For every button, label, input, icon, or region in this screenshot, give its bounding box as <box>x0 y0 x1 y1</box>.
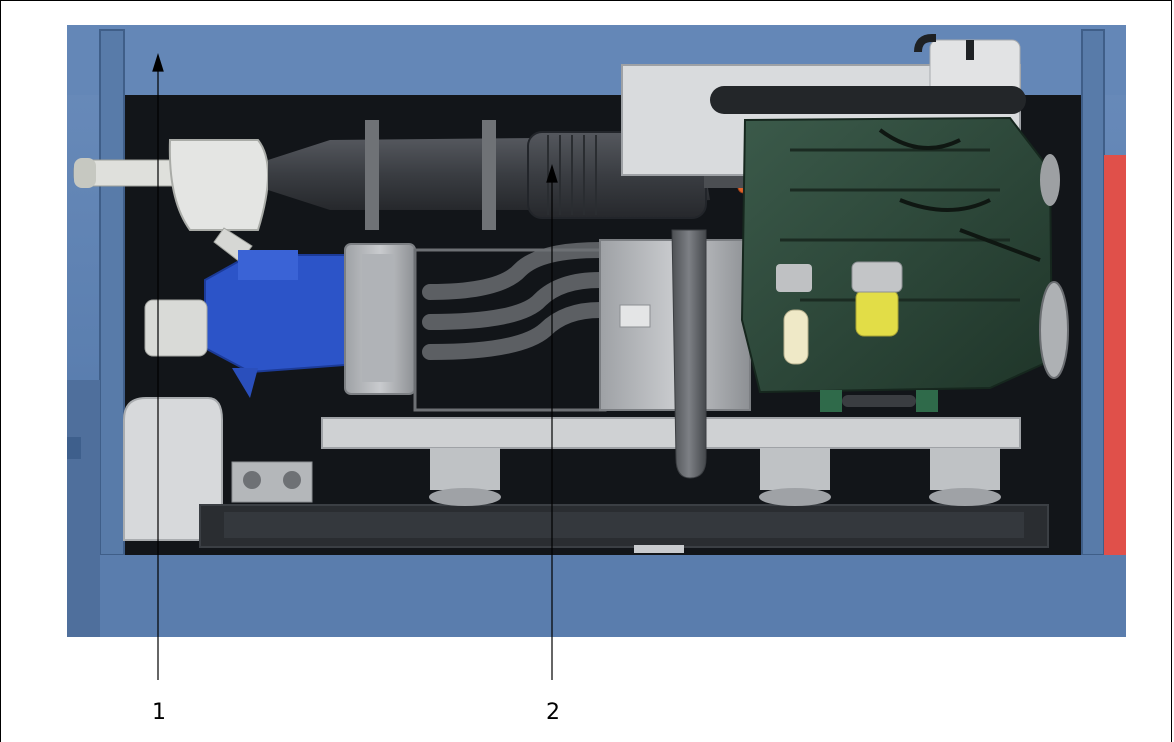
side-red-panel <box>1104 155 1126 555</box>
engine-mount-frame <box>321 417 1021 449</box>
tank <box>123 397 223 541</box>
enclosure-left-edge <box>67 380 100 637</box>
air-filter-housing <box>168 139 269 231</box>
oil-filter <box>783 309 809 365</box>
pulley <box>1039 281 1069 379</box>
callout-2-leader <box>546 163 558 680</box>
callout-label-1: 1 <box>152 700 166 725</box>
gear-pump <box>144 299 208 357</box>
diesel-engine <box>740 116 1054 394</box>
enclosure-bottom-rail <box>67 555 1126 637</box>
enclosure-left-post <box>99 29 125 556</box>
callout-label-2: 2 <box>546 700 560 725</box>
callout-1-leader <box>152 52 164 680</box>
coolant-pipe <box>671 229 707 479</box>
